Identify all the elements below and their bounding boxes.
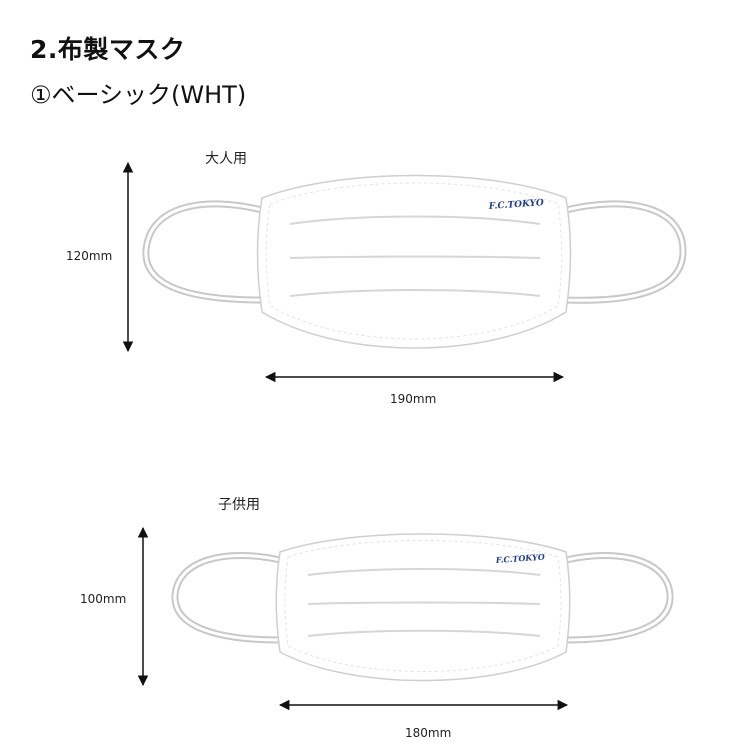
adult-mask: F.C.TOKYO <box>142 174 687 349</box>
child-width-label: 180mm <box>405 726 452 740</box>
child-brand-logo: F.C.TOKYO <box>494 552 545 565</box>
child-height-label: 100mm <box>80 592 127 606</box>
adult-pleat-2 <box>289 255 541 259</box>
adult-mask-label: 大人用 <box>205 151 247 167</box>
child-pleat-1 <box>307 568 541 576</box>
adult-right-ear-loop <box>562 200 687 304</box>
child-mask-label: 子供用 <box>218 497 260 513</box>
adult-height-label: 120mm <box>66 249 113 263</box>
child-mask: F.C.TOKYO <box>171 533 674 682</box>
adult-pleat-3 <box>289 289 541 297</box>
adult-width-label: 190mm <box>390 392 437 406</box>
adult-pleat-1 <box>289 215 541 225</box>
child-pleat-3 <box>307 629 541 637</box>
page-subtitle: ①ベーシック(WHT) <box>30 81 247 109</box>
child-pleat-2 <box>307 601 541 605</box>
adult-brand-logo: F.C.TOKYO <box>488 198 545 212</box>
page-title: 2.布製マスク <box>30 35 186 64</box>
